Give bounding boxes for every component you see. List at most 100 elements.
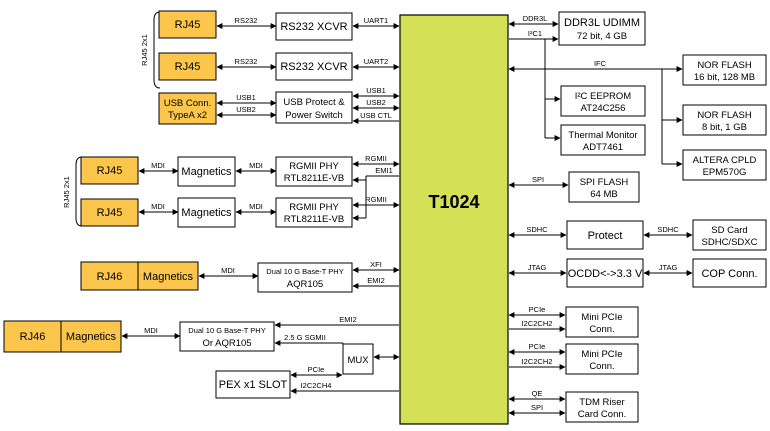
ddr3l-label: DDR3L [523,14,548,23]
uart2-label: UART2 [364,57,388,66]
altera-cpld-label-1: ALTERA CPLD [693,155,757,166]
emi2-a-label: EMI2 [367,276,385,285]
rgmii-phy-1-label-2: RTL8211E-VB [284,173,344,184]
pcie-left-label: PCIe [308,365,325,374]
soc-block [399,14,509,425]
usb2-right-label: USB2 [366,98,386,107]
nor-flash-1-label-1: NOR FLASH [697,60,752,71]
rj45-group-brace-2 [75,156,83,227]
rgmii-2-label: RGMII [365,195,387,204]
usb2-left-label: USB2 [236,105,256,114]
magnetics-2-label: Magnetics [181,207,232,219]
rj45-connector-a-label: RJ45 [175,19,201,31]
usb-switch [275,91,353,124]
mux [342,343,374,375]
usb-connector-label-1: USB Conn. [164,98,212,109]
magnetics-3-label: Magnetics [143,271,194,283]
xfi-label: XFI [370,260,382,269]
i2c-eeprom-label-2: AT24C256 [581,103,626,114]
thermal-monitor-label-2: ADT7461 [583,142,623,153]
uart1-label: UART1 [364,16,388,25]
pex-slot-label: PEX x1 SLOT [219,379,288,391]
qe-label: QE [532,389,543,398]
cop-connector [692,258,767,288]
sd-card-label-1: SD Card [711,225,747,236]
tdm-riser-label-1: TDM Riser [579,397,624,408]
mini-pcie-2-label-1: Mini PCIe [581,349,622,360]
altera-cpld [682,149,767,181]
usb-switch-label-1: USB Protect & [283,97,345,108]
nor-flash-2 [682,104,767,136]
rgmii-phy-1 [275,156,353,187]
rs232-a-label: RS232 [235,16,258,25]
ocdd-level-shifter [566,258,644,288]
rs232-b-label: RS232 [235,57,258,66]
nor-flash-2-label-1: NOR FLASH [697,110,752,121]
tdm-riser [565,391,639,423]
magnetics-3 [137,261,199,291]
usb1-left-label: USB1 [236,93,256,102]
magnetics-2 [177,197,236,228]
rj45-connector-b [158,52,217,81]
i2c1-label: I²C1 [528,29,542,38]
spi-flash-label-1: SPI FLASH [580,177,629,188]
nor-flash-2-label-2: 8 bit, 1 GB [702,122,747,133]
sd-card [692,219,767,251]
i2c2ch2-2-label: I2C2CH2 [522,357,553,366]
cop-connector-label: COP Conn. [701,268,757,280]
rj46-connector-a [80,261,139,291]
rj45-connector-b-label: RJ45 [175,61,201,73]
i2c-eeprom-label-1: I²C EEPROM [575,91,632,102]
rj45-connector-a [158,10,217,39]
mdi-5-label: MDI [221,266,235,275]
mux-label: MUX [347,355,369,366]
mini-pcie-1 [565,306,639,338]
i2c2ch2-1-label: I2C2CH2 [522,319,553,328]
mini-pcie-2-label-2: Conn. [589,361,614,372]
usb-ctl-label: USB CTL [360,111,392,120]
phy-10g-b-label-1: Dual 10 G Base-T PHY [188,326,265,335]
spi-flash-label-2: 64 MB [590,189,617,200]
rgmii-phy-2-label-2: RTL8211E-VB [284,214,344,225]
ddr-udimm [558,11,646,46]
soc-label: T1024 [428,192,479,212]
sd-protect [566,220,644,250]
mdi-1-label: MDI [151,161,165,170]
ifc-label: IFC [594,59,607,68]
ocdd-label: OCDD<->3.3 V [568,268,643,280]
rgmii-phy-1-label-1: RGMII PHY [289,161,339,172]
emi2-b-label: EMI2 [339,315,357,324]
mdi-6-label: MDI [144,326,158,335]
phy-10g-a-label-1: Dual 10 G Base-T PHY [266,267,343,276]
mdi-4-label: MDI [249,202,263,211]
altera-cpld-label-2: EPM570G [703,167,747,178]
i2c-eeprom [560,85,646,117]
rgmii-1-label: RGMII [365,154,387,163]
phy-10g-b-label-2: Or AQR105 [202,338,251,349]
thermal-monitor [560,124,646,156]
phy-10g-a [257,262,353,293]
ddr-udimm-label-1: DDR3L UDIMM [564,17,640,29]
rj46-connector-b-label: RJ46 [20,331,46,343]
sdhc-b-label: SDHC [657,225,679,234]
mini-pcie-1-label-2: Conn. [589,324,614,335]
sdhc-a-label: SDHC [526,225,548,234]
sd-protect-label: Protect [588,230,623,242]
magnetics-4 [60,320,122,353]
mini-pcie-2 [565,343,639,375]
sgmii-label: 2.5 G SGMII [284,333,326,342]
rj45-group-brace-1 [153,11,161,89]
tdm-riser-label-2: Card Conn. [578,409,627,420]
mdi-3-label: MDI [249,161,263,170]
rgmii-phy-2 [275,197,353,228]
phy-10g-a-label-2: AQR105 [287,279,323,290]
emi1-label: EMI1 [375,166,393,175]
rs232-xcvr-a-label: RS232 XCVR [280,21,347,33]
pcie-1-label: PCIe [529,305,546,314]
spi-flash [568,171,640,203]
thermal-monitor-label-1: Thermal Monitor [568,130,637,141]
pcie-2-label: PCIe [529,342,546,351]
magnetics-1-label: Magnetics [181,166,232,178]
i2c2ch4-label: I2C2CH4 [301,381,332,390]
